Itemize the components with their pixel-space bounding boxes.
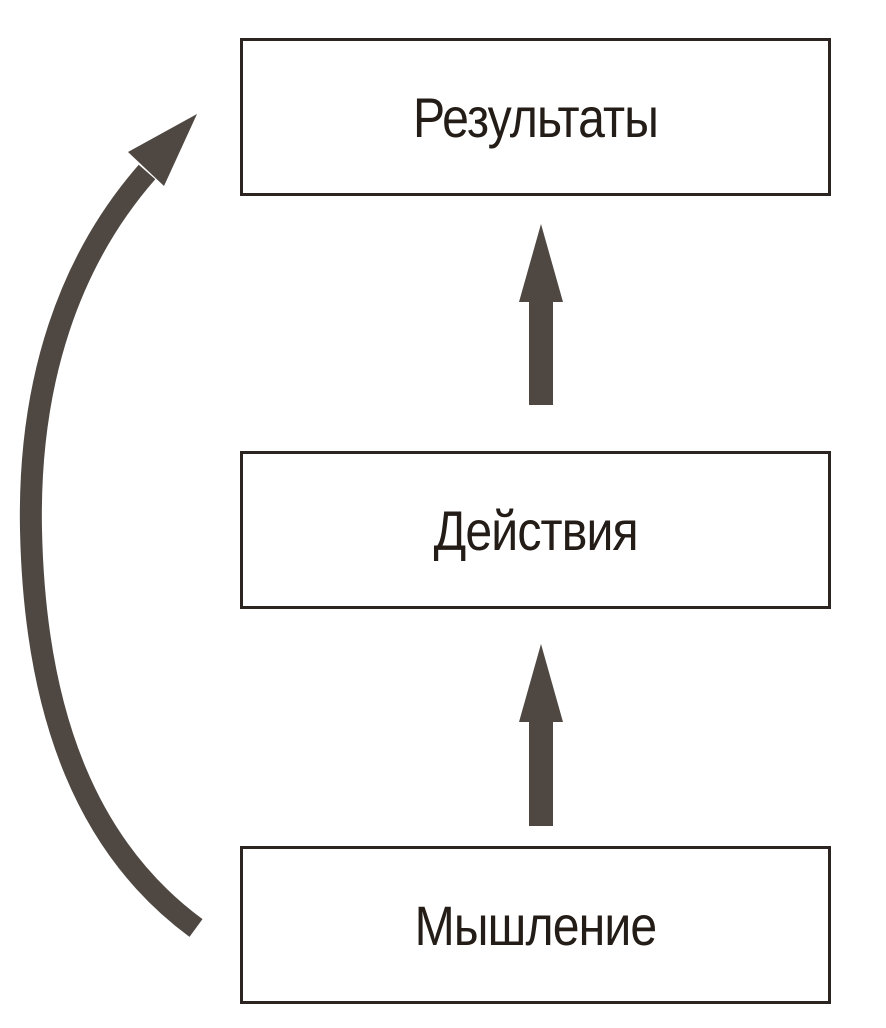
arrow-actions-to-results xyxy=(519,224,563,405)
arrow-thinking-to-actions xyxy=(519,644,563,826)
thinking-box: Мышление xyxy=(240,846,831,1004)
results-box: Результаты xyxy=(240,38,831,196)
actions-box: Действия xyxy=(240,451,831,609)
curved-arrow-thinking-to-results xyxy=(19,114,203,937)
thinking-label: Мышление xyxy=(414,893,658,957)
arrow-actions-to-results-shaft xyxy=(529,298,553,405)
arrow-thinking-to-actions-shaft xyxy=(529,718,553,826)
results-label: Результаты xyxy=(412,85,659,149)
arrow-thinking-to-actions-head xyxy=(519,644,563,722)
curved-arrow-head xyxy=(128,114,197,186)
curved-arrow-shaft xyxy=(19,164,203,937)
actions-label: Действия xyxy=(433,498,638,562)
arrow-actions-to-results-head xyxy=(519,224,563,302)
